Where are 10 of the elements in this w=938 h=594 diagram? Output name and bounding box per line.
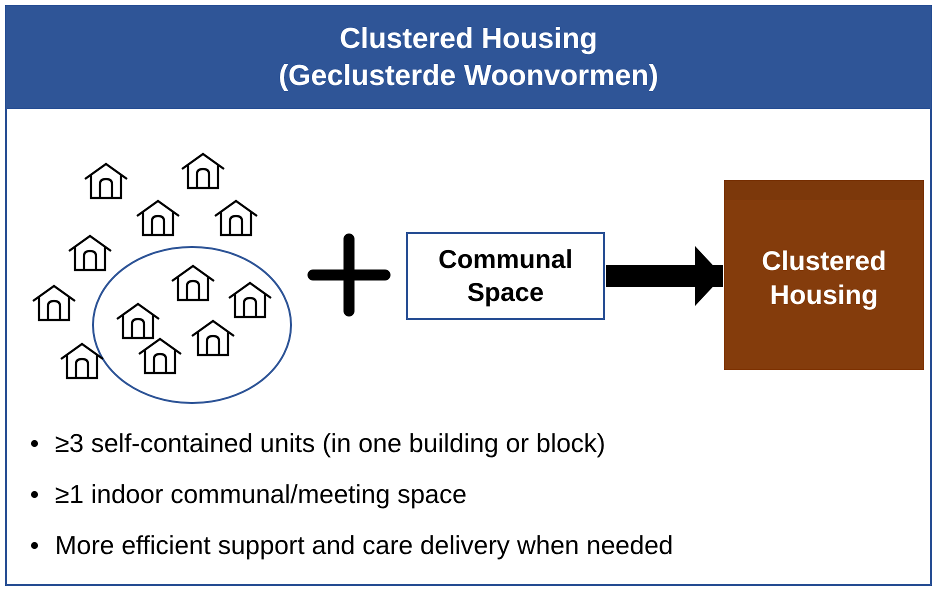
process-box [406,232,605,320]
title: Clustered Housing (Geclusterde Woonvormen) [278,22,660,94]
box-label: Communal Space [437,243,574,309]
group-ellipse [92,246,292,404]
bullet-text: More efficient support and care delivery when needed [55,529,674,562]
box-label: Clustered Housing [760,245,888,312]
result-box [724,180,924,370]
bullet-text: ≥3 self-contained units (in one building or block) [55,427,606,460]
bullet-text: ≥1 indoor communal/meeting space [55,478,467,511]
block-arrow [606,246,723,306]
